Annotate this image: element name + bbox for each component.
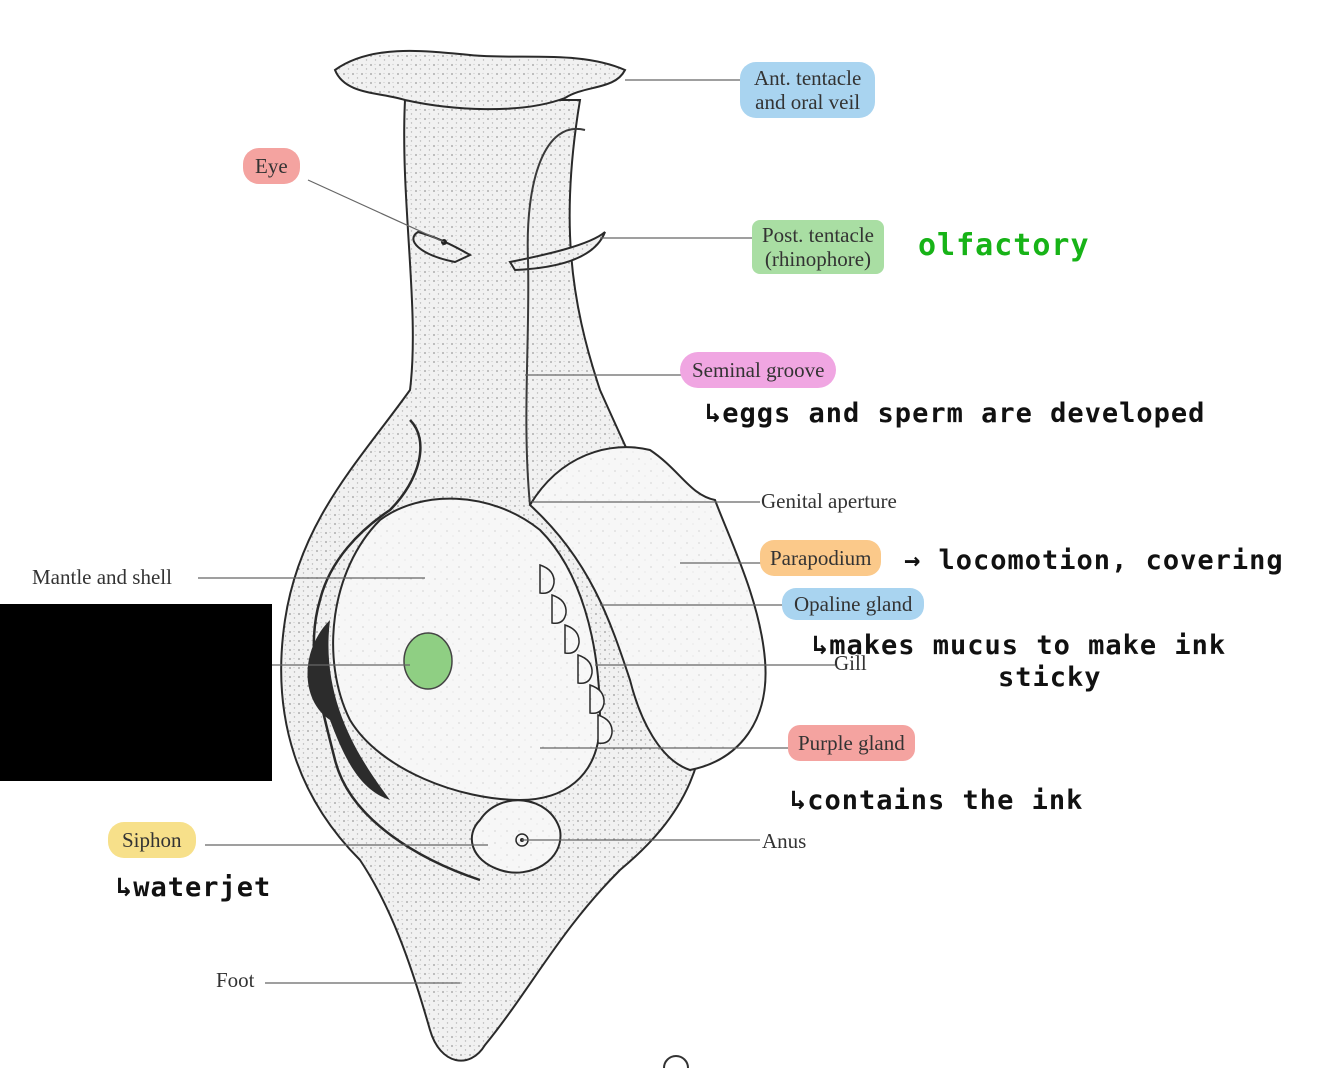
note-parapodium: → locomotion, covering (904, 545, 1284, 576)
gill (539, 563, 613, 745)
label-foot: Foot (216, 968, 255, 992)
label-siphon: Siphon (108, 822, 196, 859)
note-seminal: ↳eggs and sperm are developed (705, 398, 1206, 429)
label-opaline-gland: Opaline gland (782, 588, 925, 621)
label-mantle-shell: Mantle and shell (32, 565, 172, 589)
oral-veil (333, 49, 627, 111)
shell-center-dot (403, 632, 453, 690)
note-opaline-1: ↳makes mucus to make ink (812, 630, 1227, 661)
parapodium-left-edge (312, 419, 481, 882)
label-eye: Eye (243, 148, 300, 185)
ant-tentacle-line2: and oral veil (755, 90, 861, 115)
rhinophore-right (508, 231, 606, 272)
note-purple: ↳contains the ink (790, 785, 1084, 816)
ant-tentacle-line1: Ant. tentacle (754, 66, 862, 90)
post-tentacle-line2: (rhinophore) (764, 247, 872, 272)
label-ant-tentacle: Ant. tentacle and oral veil (740, 62, 876, 119)
label-gill: Gill (834, 651, 867, 675)
note-siphon: ↳waterjet (116, 872, 272, 903)
note-olfactory: olfactory (918, 228, 1090, 263)
label-seminal-groove: Seminal groove (680, 352, 837, 389)
label-parapodium: Parapodium (760, 540, 882, 577)
label-post-tentacle: Post. tentacle (rhinophore) (752, 220, 884, 275)
post-tentacle-line1: Post. tentacle (762, 223, 874, 247)
leader-lines (198, 79, 835, 984)
seminal-groove (525, 127, 586, 506)
redaction-box (0, 604, 272, 781)
rhinophore-left (412, 230, 473, 264)
mantle-shell (332, 497, 602, 802)
parapodium-flap (528, 446, 767, 772)
note-opaline-2: sticky (998, 662, 1102, 693)
bottom-fragment (663, 1055, 689, 1068)
label-anus: Anus (762, 829, 807, 853)
label-genital-aperture: Genital aperture (761, 489, 897, 513)
label-purple-gland: Purple gland (788, 725, 915, 762)
siphon-loop (470, 799, 562, 874)
